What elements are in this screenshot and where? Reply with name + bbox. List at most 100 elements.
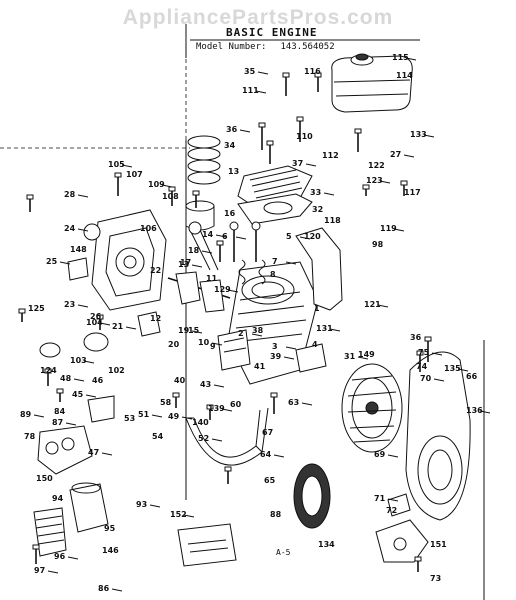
part-label-69: 69 (374, 450, 386, 459)
part-label-102: 102 (108, 366, 125, 375)
part-label-53: 53 (124, 414, 136, 423)
part-label-67: 67 (262, 428, 274, 437)
part-label-34: 34 (224, 141, 236, 150)
flywheel-drawing (341, 363, 403, 453)
piston-rings-drawing (185, 135, 221, 231)
leader-line (73, 378, 85, 382)
part-label-15: 15 (188, 326, 200, 335)
leader-line (423, 134, 435, 138)
part-label-46: 46 (92, 376, 104, 385)
oil-seal-drawing (39, 311, 161, 358)
leader-line (121, 164, 133, 168)
part-label-117: 117 (404, 188, 421, 197)
leader-line (323, 192, 335, 196)
leader-line (285, 346, 297, 350)
leader-line (239, 129, 251, 133)
leader-line (357, 356, 369, 360)
bolt-head (354, 128, 362, 134)
part-label-133: 133 (410, 130, 427, 139)
part-label-45: 45 (72, 390, 84, 399)
part-label-31: 31 (344, 352, 356, 361)
part-label-140: 140 (192, 418, 209, 427)
leader-line (77, 228, 89, 232)
part-label-112: 112 (322, 151, 339, 160)
part-label-95: 95 (104, 524, 116, 533)
leader-line (457, 368, 469, 372)
bolt-head (44, 368, 52, 374)
leader-line (215, 234, 227, 238)
leader-line (329, 328, 341, 332)
part-label-2: 2 (238, 329, 244, 338)
part-label-106: 106 (140, 224, 157, 233)
part-label-63: 63 (288, 398, 300, 407)
leader-line (405, 57, 417, 61)
leader-line (285, 261, 297, 265)
part-label-33: 33 (310, 188, 322, 197)
part-label-146: 146 (102, 546, 119, 555)
leader-line (151, 414, 163, 418)
leader-line (99, 322, 111, 326)
part-label-135: 135 (444, 364, 461, 373)
part-label-119: 119 (380, 224, 397, 233)
part-label-19: 19 (178, 326, 190, 335)
leader-line (393, 228, 405, 232)
bolt-head (114, 172, 122, 178)
part-label-71: 71 (374, 494, 386, 503)
part-label-115: 115 (392, 53, 409, 62)
part-label-152: 152 (170, 510, 187, 519)
part-label-121: 121 (364, 300, 381, 309)
part-label-73: 73 (430, 574, 442, 583)
leader-line (377, 304, 389, 308)
bolt-head (216, 240, 224, 246)
part-label-36: 36 (226, 125, 238, 134)
part-label-25: 25 (46, 257, 58, 266)
part-label-20: 20 (168, 340, 180, 349)
part-label-4: 4 (312, 340, 318, 349)
part-label-38: 38 (252, 326, 264, 335)
part-label-47: 47 (88, 448, 100, 457)
part-label-10: 10 (198, 338, 210, 347)
fuel-tank-drawing (331, 53, 413, 113)
part-label-11: 11 (206, 274, 218, 283)
leader-line (181, 416, 193, 420)
bolt-head (32, 544, 40, 550)
part-label-78: 78 (24, 432, 36, 441)
part-label-12: 12 (150, 314, 162, 323)
sheet-number: A-5 (276, 548, 291, 557)
part-label-122: 122 (368, 161, 385, 170)
part-label-23: 23 (64, 300, 76, 309)
part-label-22: 22 (150, 266, 162, 275)
leader-line (47, 570, 59, 574)
leader-line (211, 438, 223, 442)
part-label-148: 148 (70, 245, 87, 254)
bolt-head (266, 140, 274, 146)
part-label-66: 66 (466, 372, 478, 381)
part-label-120: 120 (304, 232, 321, 241)
part-label-26: 26 (90, 312, 102, 321)
part-label-93: 93 (136, 500, 148, 509)
part-label-43: 43 (200, 380, 212, 389)
part-label-107: 107 (126, 170, 143, 179)
part-label-125: 125 (28, 304, 45, 313)
muffler-drawing (375, 493, 429, 563)
bolt-head (362, 184, 370, 190)
part-label-5: 5 (286, 232, 292, 241)
rotating-screen-drawing (293, 463, 331, 529)
bolt-head (192, 190, 200, 196)
leader-line (251, 333, 263, 337)
part-label-114: 114 (396, 71, 413, 80)
bolt-head (206, 404, 214, 410)
part-label-149: 149 (358, 350, 375, 359)
part-label-18: 18 (188, 246, 200, 255)
bolt-head (270, 392, 278, 398)
part-label-84: 84 (54, 407, 66, 416)
leader-line (301, 402, 313, 406)
leader-line (183, 514, 195, 518)
bolt-head (18, 308, 26, 314)
part-label-9: 9 (210, 342, 216, 351)
valve-drawing (229, 221, 266, 285)
part-label-111: 111 (242, 86, 259, 95)
leader-line (273, 454, 285, 458)
part-label-75: 75 (418, 348, 430, 357)
